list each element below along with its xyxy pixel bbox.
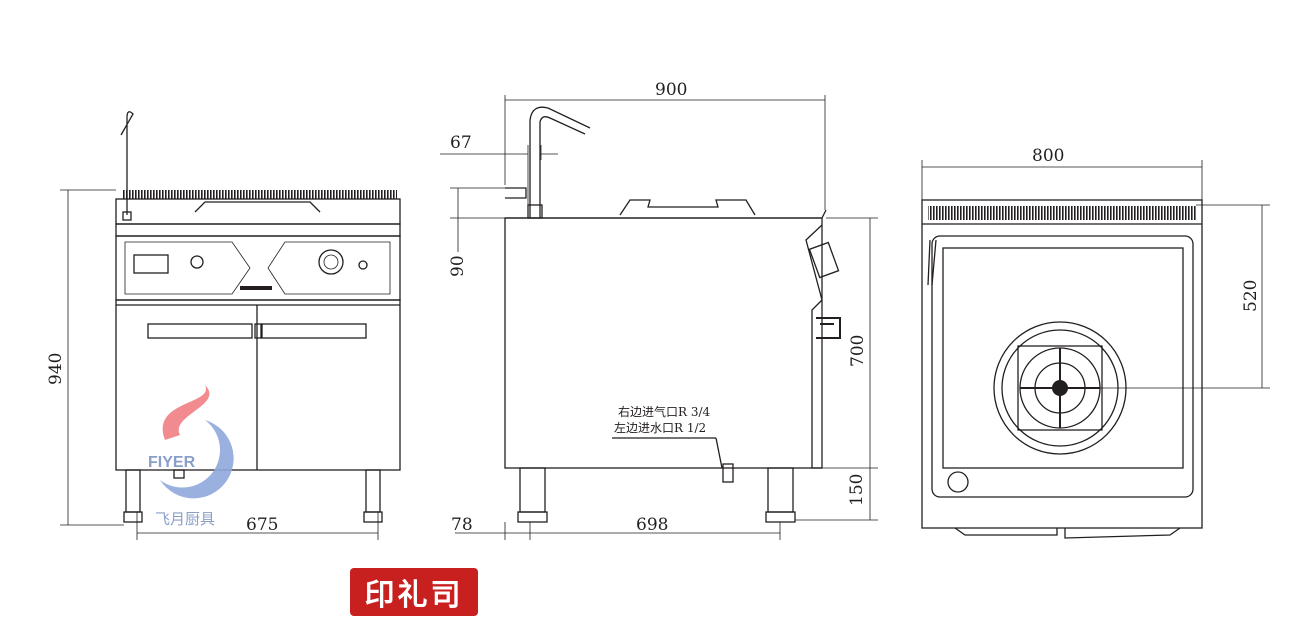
dim-side-leg-height: 150 <box>847 474 867 506</box>
fiyer-logo: FIYER 飞月厨具 <box>148 385 234 528</box>
front-grille <box>122 190 397 199</box>
water-inlet-note: 左边进水口R 1/2 <box>614 420 706 435</box>
front-view <box>115 111 401 523</box>
dim-side-width: 900 <box>655 80 687 100</box>
dimension-lines <box>60 95 1270 540</box>
logo-chinese: 飞月厨具 <box>155 510 215 528</box>
seal-stamp: 印礼司 <box>350 568 478 616</box>
dim-side-offset-top: 67 <box>450 133 472 153</box>
dim-top-width: 800 <box>1032 146 1064 166</box>
control-panel <box>115 235 401 301</box>
gas-inlet-note: 右边进气口R 3/4 <box>618 404 711 419</box>
dim-side-leg-offset: 78 <box>451 515 473 535</box>
cabinet <box>115 299 401 471</box>
dim-side-leg-span: 698 <box>636 515 668 535</box>
dim-front-height: 940 <box>46 353 66 385</box>
dim-front-width: 675 <box>246 515 278 535</box>
side-view <box>504 106 841 523</box>
dim-side-counter: 90 <box>448 255 468 277</box>
gas-knob-icon <box>318 249 344 275</box>
logo-name: FIYER <box>148 454 196 471</box>
dim-top-depth: 520 <box>1241 280 1261 312</box>
top-view <box>921 199 1203 539</box>
dim-side-body-height: 700 <box>848 335 868 367</box>
water-valve-icon <box>190 255 204 269</box>
